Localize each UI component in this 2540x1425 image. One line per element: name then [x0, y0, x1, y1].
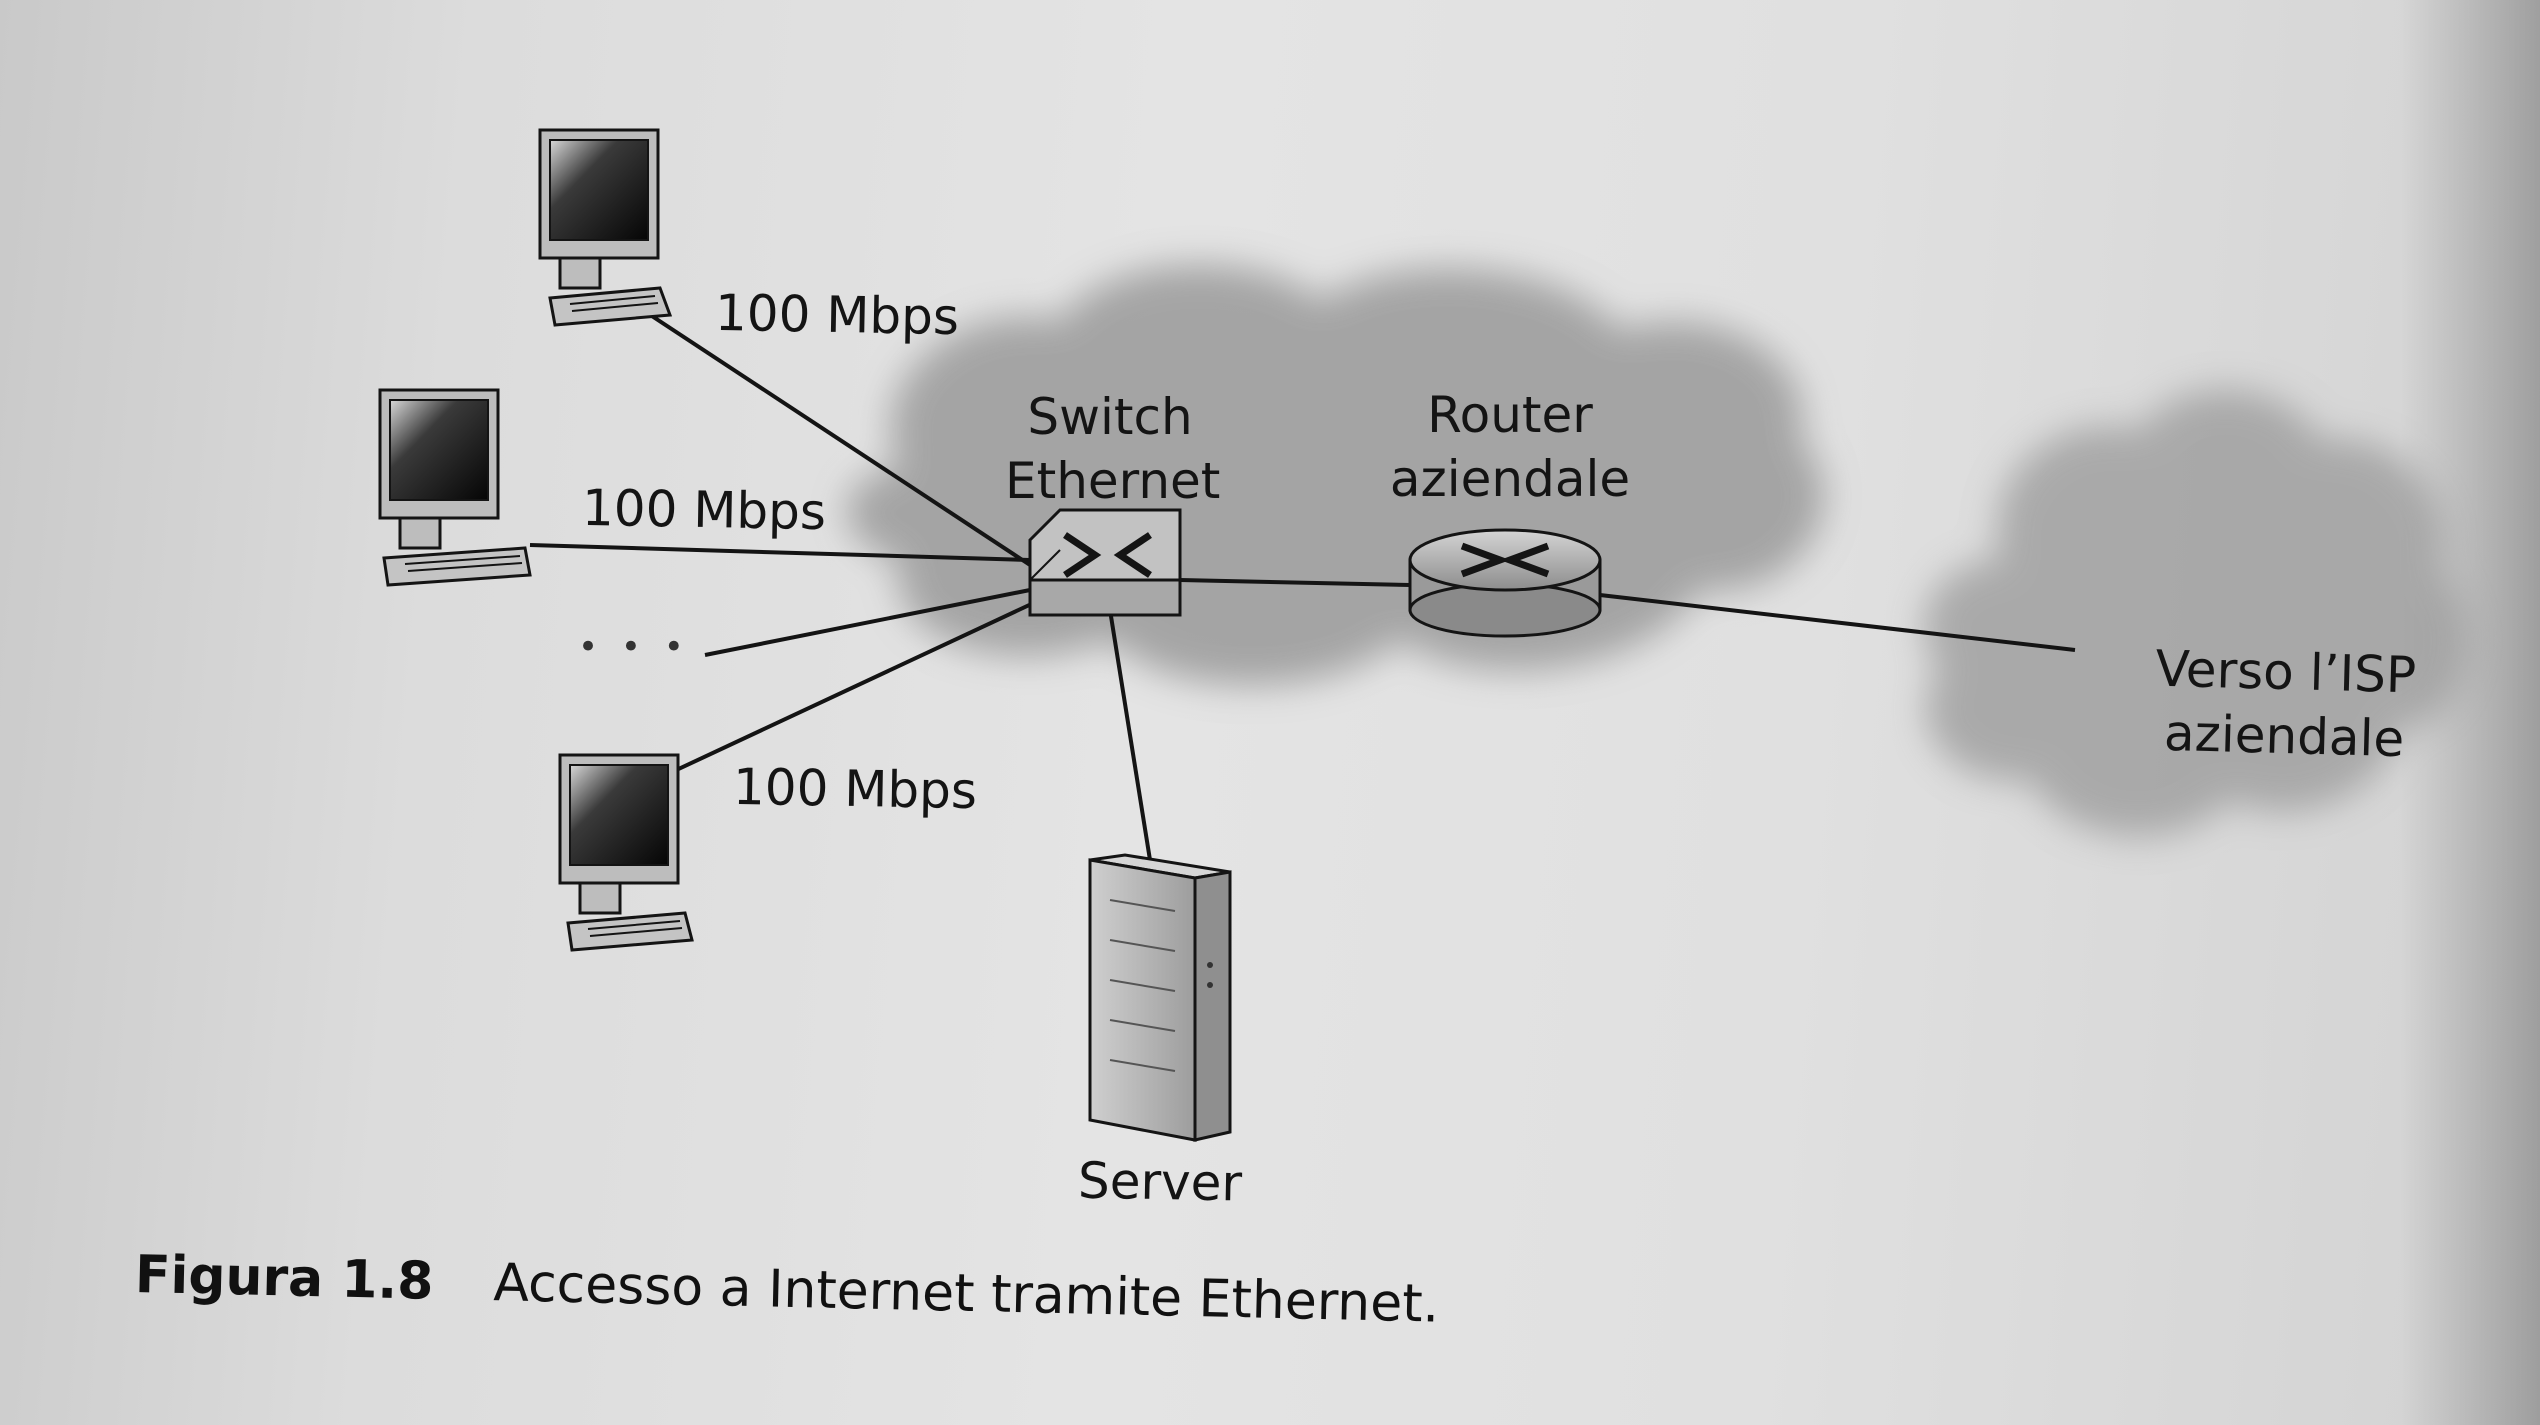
router-label-line1: Router	[1427, 386, 1593, 444]
computer-icon	[558, 753, 694, 952]
link-speed-label: 100 Mbps	[714, 283, 960, 347]
link-speed-label: 100 Mbps	[732, 757, 978, 821]
isp-label-line1: Verso l’ISP	[2154, 639, 2417, 705]
switch-label: Switch Ethernet	[1005, 385, 1221, 513]
link-switch-router	[1179, 578, 1411, 587]
link-pc-1	[618, 293, 1032, 567]
switch-label-line2: Ethernet	[1005, 452, 1221, 510]
link-pc-2	[529, 543, 1031, 562]
link-server	[1108, 609, 1152, 861]
isp-label-line2: aziendale	[2163, 703, 2406, 769]
ethernet-switch-icon	[1028, 508, 1182, 617]
link-pc-3	[654, 598, 1041, 782]
link-ellipsis	[704, 588, 1031, 657]
router-label-line2: aziendale	[1389, 450, 1631, 508]
server-icon	[1088, 853, 1232, 1142]
server-label: Server	[1077, 1151, 1243, 1213]
links	[529, 293, 2076, 861]
computer-icon	[538, 128, 673, 327]
link-speed-label: 100 Mbps	[581, 478, 827, 542]
computer-icon	[378, 388, 532, 587]
router-label: Router aziendale	[1380, 383, 1640, 511]
isp-label: Verso l’ISP aziendale	[2133, 636, 2436, 772]
isp-cloud	[1923, 389, 2468, 837]
router-icon	[1408, 528, 1602, 638]
more-hosts-ellipsis: • • •	[578, 627, 690, 667]
switch-label-line1: Switch	[1027, 388, 1193, 446]
figure-number: Figura 1.8	[134, 1245, 435, 1312]
link-router-isp	[1599, 593, 2076, 652]
